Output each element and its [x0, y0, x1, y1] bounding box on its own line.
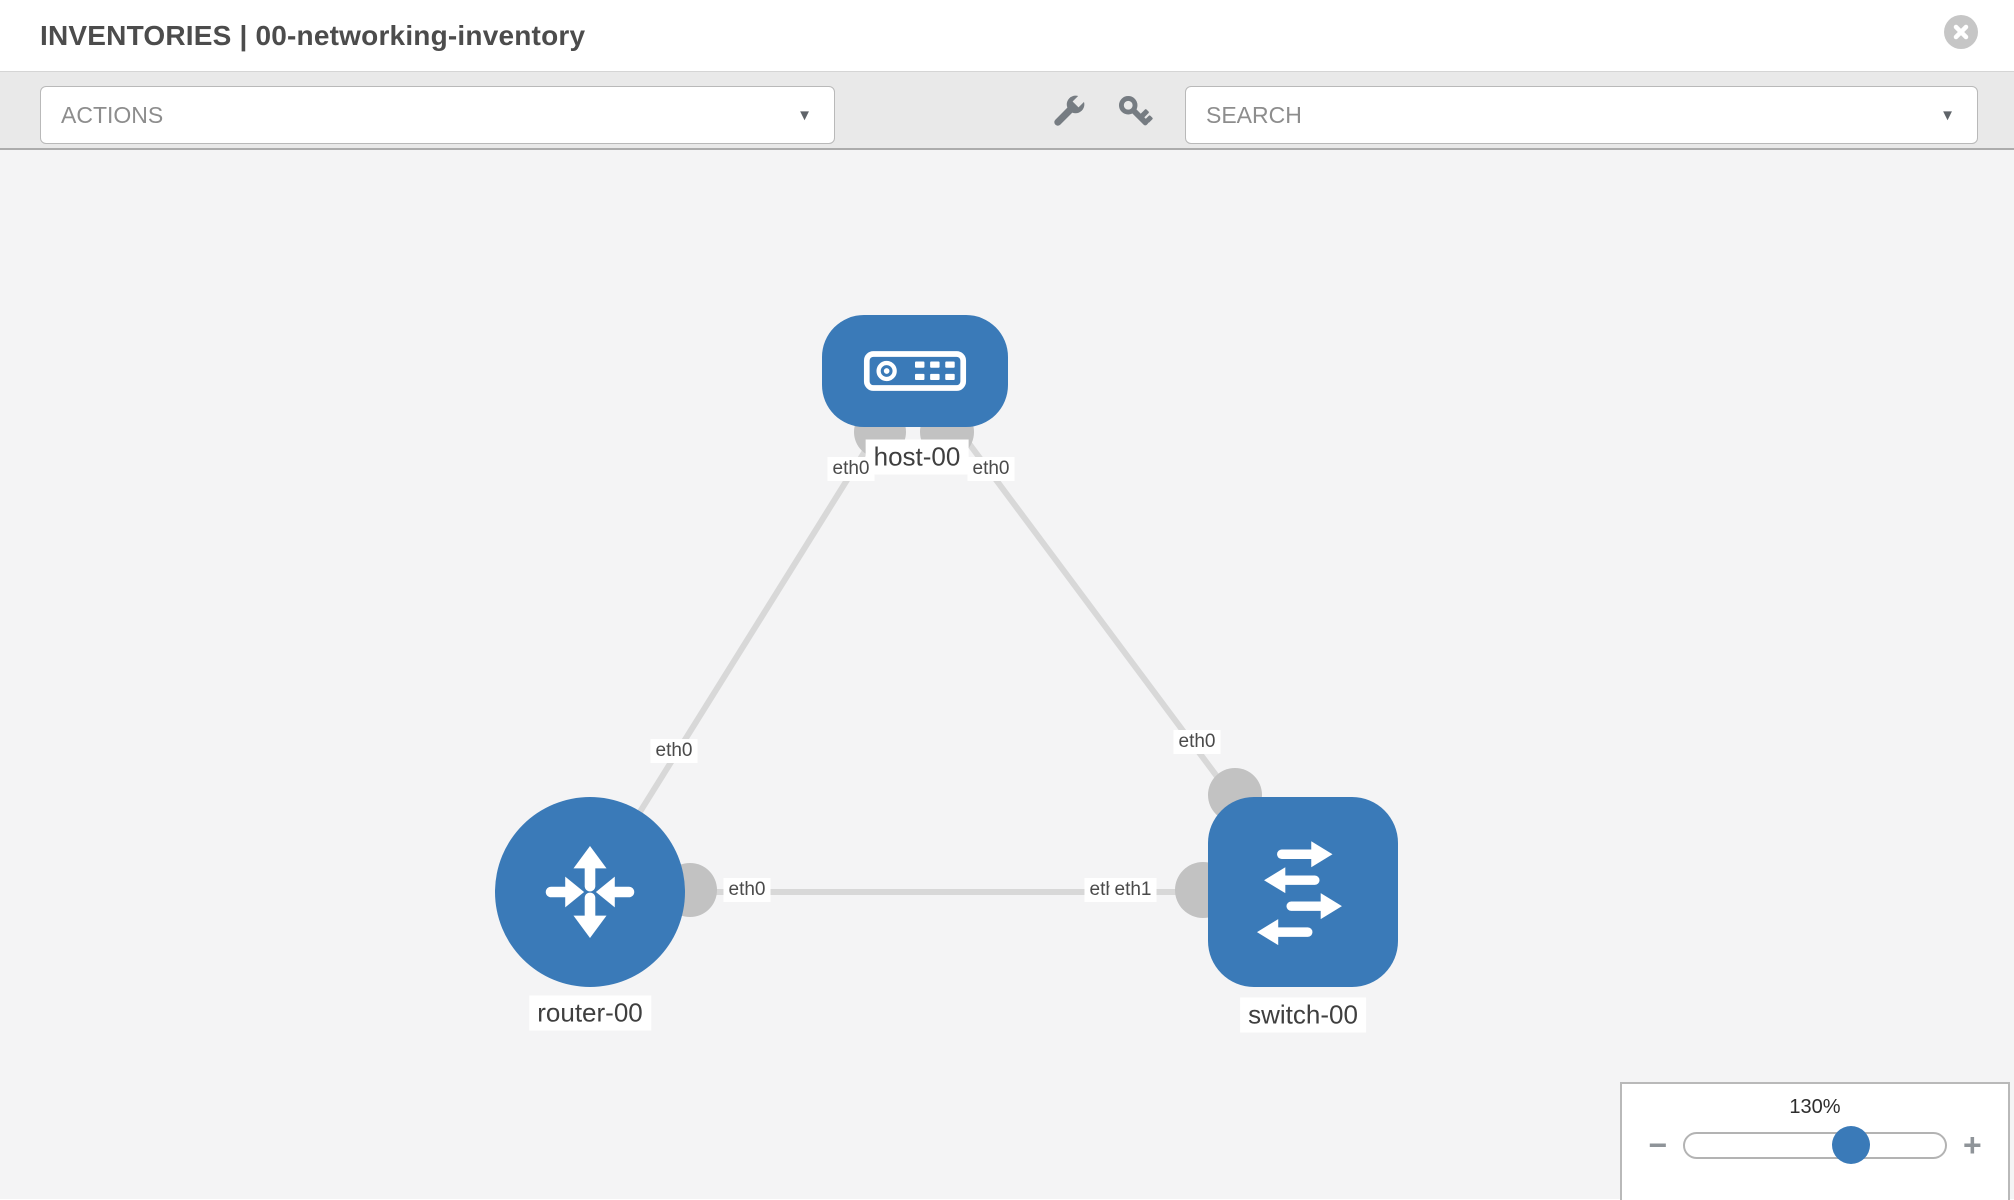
actions-dropdown[interactable]: ACTIONS ▼: [40, 86, 835, 144]
host-icon: [863, 351, 967, 391]
interface-label: eth0: [650, 739, 698, 763]
credentials-button[interactable]: [1112, 90, 1160, 138]
node-label-host-00: host-00: [865, 439, 969, 475]
node-host-00[interactable]: [822, 315, 1008, 427]
zoom-panel: 130% − +: [1620, 1082, 2010, 1200]
links-layer: [587, 369, 1306, 918]
zoom-slider[interactable]: [1683, 1126, 1947, 1164]
router-icon: [545, 845, 635, 939]
close-icon: [1944, 15, 1978, 49]
key-icon: [1118, 95, 1153, 125]
chevron-down-icon: ▼: [797, 106, 812, 124]
node-label-router-00: router-00: [529, 995, 651, 1031]
switch-icon: [1256, 841, 1342, 946]
interface-label: eth0: [723, 878, 771, 902]
zoom-slider-thumb[interactable]: [1832, 1126, 1871, 1164]
node-router-00[interactable]: [495, 797, 685, 987]
interface-label: eth0: [967, 457, 1015, 481]
search-dropdown[interactable]: SEARCH ▼: [1185, 86, 1978, 144]
chevron-down-icon: ▼: [1940, 106, 1955, 124]
search-dropdown-label: SEARCH: [1206, 101, 1302, 128]
topology-canvas[interactable]: host-00 router-00 switch-00 eth0 eth0 eth0 eth…: [0, 150, 2014, 1200]
zoom-value: 130%: [1789, 1096, 1841, 1118]
node-label-switch-00: switch-00: [1240, 997, 1366, 1033]
configure-button[interactable]: [1043, 90, 1091, 138]
actions-dropdown-label: ACTIONS: [61, 101, 164, 128]
interface-label: eth0: [827, 457, 875, 481]
zoom-in-button[interactable]: +: [1963, 1127, 1982, 1163]
close-button[interactable]: [1944, 14, 1980, 50]
page-title: INVENTORIES | 00-networking-inventory: [40, 19, 586, 51]
node-switch-00[interactable]: [1208, 797, 1398, 987]
interface-label: eth1: [1109, 878, 1157, 902]
wrench-icon: [1054, 93, 1087, 126]
toolbar: ACTIONS ▼ SEAR: [0, 72, 2014, 150]
header: INVENTORIES | 00-networking-inventory: [0, 0, 2014, 72]
interface-label: eth0: [1173, 730, 1221, 754]
zoom-out-button[interactable]: −: [1648, 1127, 1667, 1163]
